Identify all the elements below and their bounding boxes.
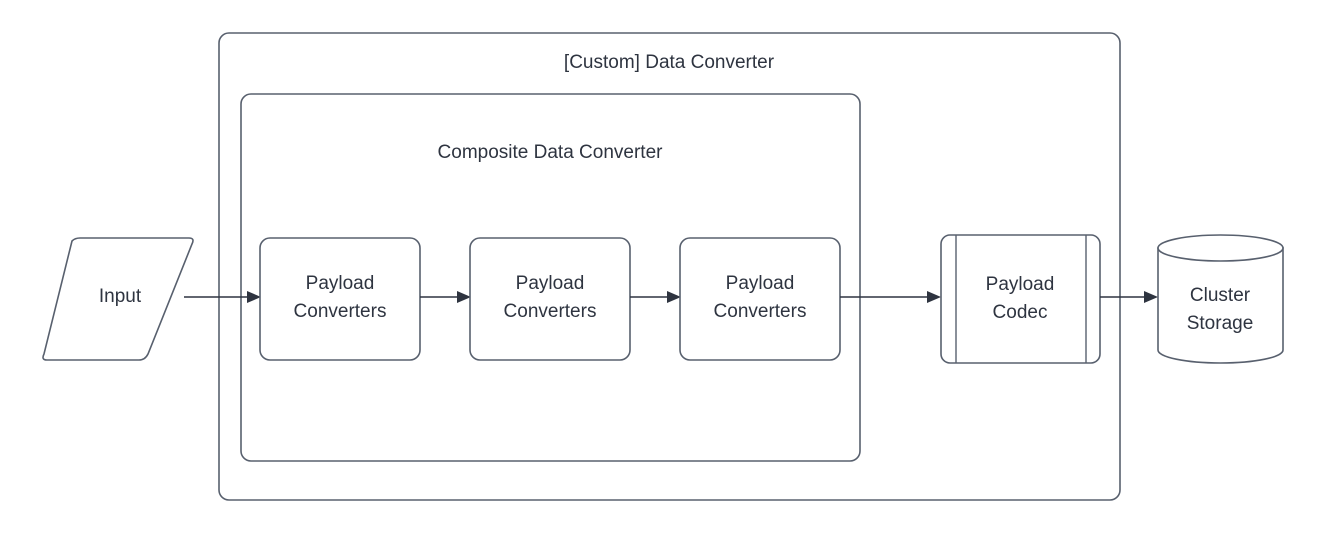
custom-data-converter-label: [Custom] Data Converter: [564, 52, 775, 73]
payload-converters-2-label-line-1: Payload: [516, 273, 585, 294]
cluster-storage-label-line-2: Storage: [1187, 313, 1254, 334]
input-parallelogram[interactable]: [42, 237, 194, 361]
connector-converter-2-to-converter-3: [630, 291, 681, 303]
connector-codec-to-storage: [1100, 291, 1158, 303]
payload-converters-1-box[interactable]: [259, 237, 421, 361]
payload-converters-2-label-line-2: Converters: [504, 301, 597, 322]
arrow-head-icon: [927, 291, 941, 303]
arrow-head-icon: [1144, 291, 1158, 303]
connector-converter-3-to-codec: [840, 291, 941, 303]
cluster-storage-top-ellipse: [1157, 234, 1284, 262]
node-payload-converters-2[interactable]: Payload Converters: [469, 237, 631, 361]
payload-converters-3-label-line-2: Converters: [714, 301, 807, 322]
payload-converters-1-label-line-2: Converters: [294, 301, 387, 322]
node-payload-codec[interactable]: Payload Codec: [940, 234, 1101, 364]
payload-codec-label-line-1: Payload: [986, 274, 1055, 295]
cluster-storage-body[interactable]: [1157, 247, 1284, 364]
payload-converters-3-box[interactable]: [679, 237, 841, 361]
payload-codec-label-line-2: Codec: [993, 302, 1048, 323]
node-cluster-storage[interactable]: Cluster Storage: [1157, 234, 1284, 364]
arrow-head-icon: [457, 291, 471, 303]
node-payload-converters-3[interactable]: Payload Converters: [679, 237, 841, 361]
payload-converters-3-label-line-1: Payload: [726, 273, 795, 294]
input-label: Input: [99, 286, 142, 307]
cluster-storage-label-line-1: Cluster: [1190, 285, 1251, 306]
node-payload-converters-1[interactable]: Payload Converters: [259, 237, 421, 361]
payload-codec-box[interactable]: [940, 234, 1101, 364]
payload-converters-2-box[interactable]: [469, 237, 631, 361]
connector-input-to-converter-1: [184, 291, 261, 303]
connector-converter-1-to-converter-2: [420, 291, 471, 303]
arrow-head-icon: [667, 291, 681, 303]
node-input[interactable]: Input: [42, 237, 194, 361]
composite-data-converter-label: Composite Data Converter: [438, 142, 664, 163]
payload-converters-1-label-line-1: Payload: [306, 273, 375, 294]
arrow-head-icon: [247, 291, 261, 303]
